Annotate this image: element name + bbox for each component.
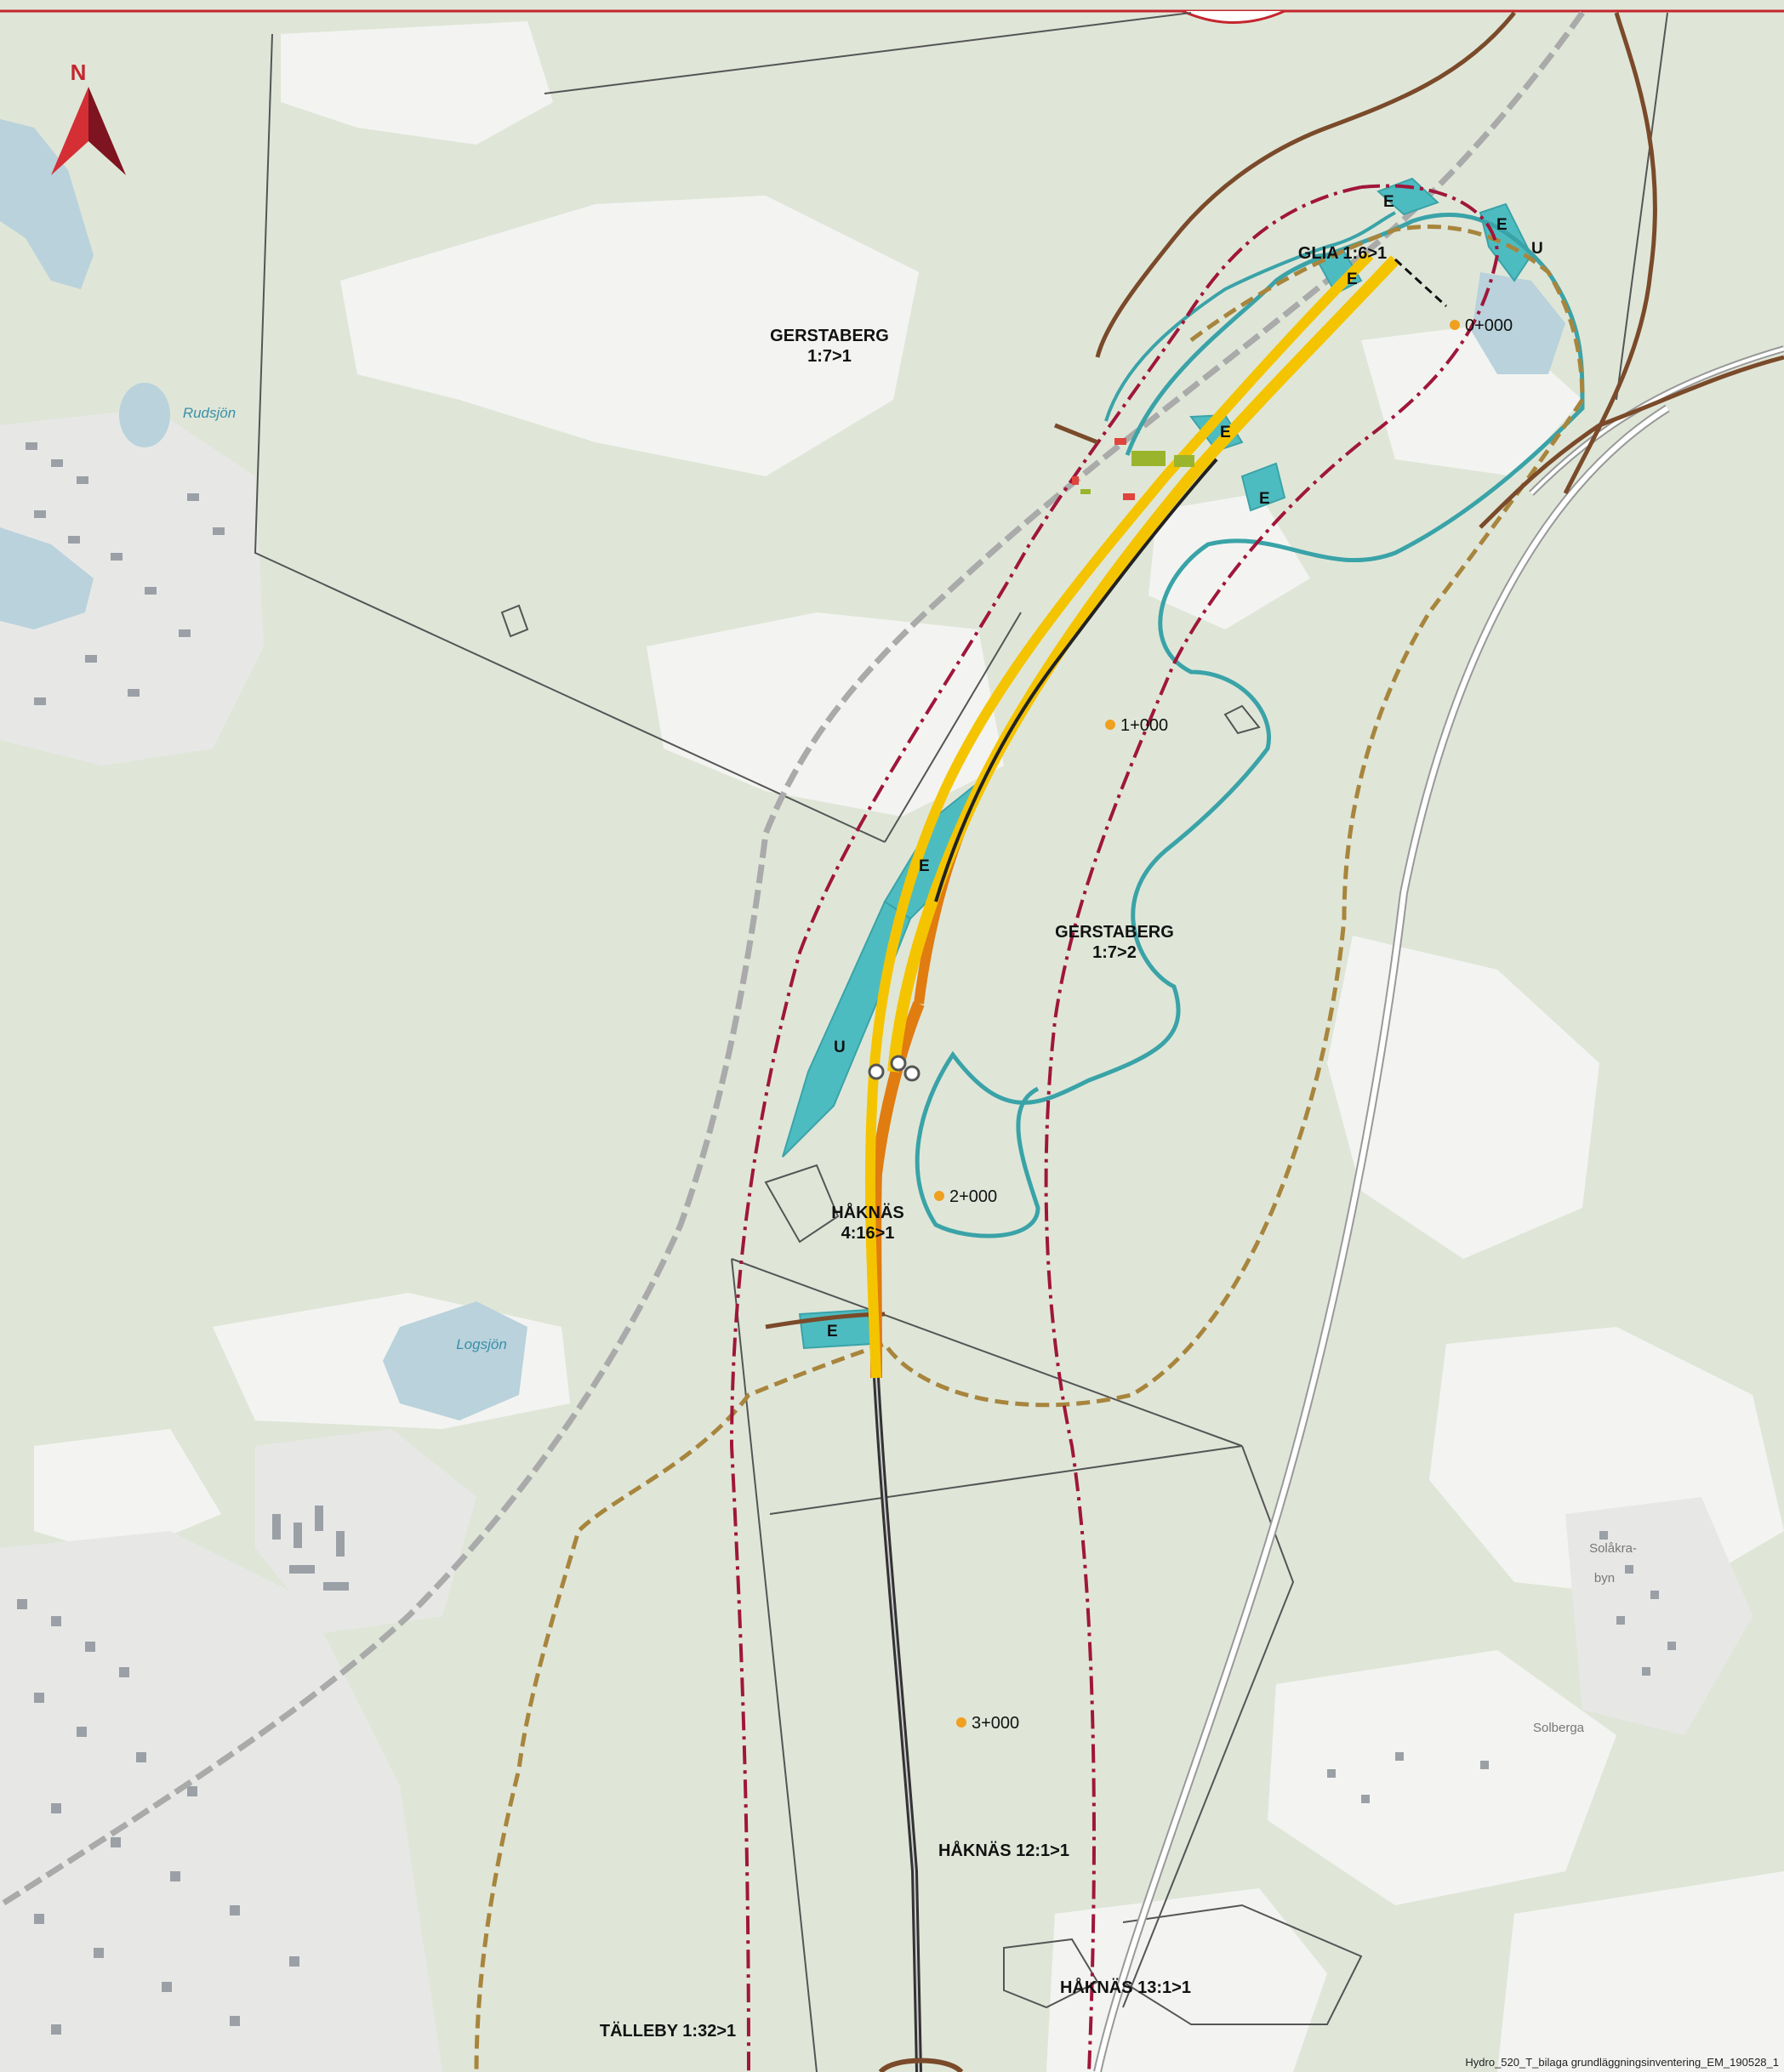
zone-label-u: U xyxy=(834,1039,846,1056)
property-label-glia: GLIA 1:6>1 xyxy=(1298,244,1387,263)
buildings xyxy=(17,442,1676,2035)
tunnel-track-inner xyxy=(875,1377,920,2072)
zone-label-u: U xyxy=(1531,240,1543,258)
survey-contour-west xyxy=(1104,211,1396,422)
chainage-label-1: 1+000 xyxy=(1120,716,1168,735)
survey-area-boundary-north xyxy=(1189,225,1585,401)
water-bodies xyxy=(0,119,1565,1420)
zone-label-e: E xyxy=(1496,216,1508,234)
place-label-solakrabyn-1: Solåkra- xyxy=(1589,1541,1637,1556)
north-arrow-icon xyxy=(88,87,126,175)
dashed-connector xyxy=(1394,258,1448,308)
zone-label-e: E xyxy=(1259,490,1270,508)
survey-contour xyxy=(915,213,1585,1238)
built-up-areas xyxy=(0,408,1753,2072)
survey-area-boundary xyxy=(474,398,1585,2072)
road-yellow-west xyxy=(864,251,1374,1379)
property-label-haknas-12-1: HÅKNÄS 12:1>1 xyxy=(938,1840,1069,1860)
file-reference: Hydro_520_T_bilaga grundläggningsinvente… xyxy=(1465,2056,1779,2069)
road-yellow-east xyxy=(887,255,1400,1073)
rail-black-north xyxy=(934,458,1218,902)
north-arrow: N xyxy=(51,60,126,175)
zone-label-e: E xyxy=(1383,193,1394,211)
bottom-circle-arc xyxy=(878,2058,964,2072)
water-label-logsjon: Logsjön xyxy=(456,1336,507,1352)
streams xyxy=(765,11,1784,1329)
zone-label-e: E xyxy=(1220,424,1231,441)
zone-label-e: E xyxy=(1347,270,1358,288)
green-features xyxy=(1080,451,1194,494)
railway xyxy=(0,10,1585,1908)
chainage-label-0: 0+000 xyxy=(1465,316,1513,335)
red-features xyxy=(1072,438,1135,500)
chainage-label-2: 2+000 xyxy=(949,1187,997,1206)
property-label-talleby: TÄLLEBY 1:32>1 xyxy=(600,2021,736,2041)
zone-label-e: E xyxy=(827,1323,838,1341)
zone-label-e: E xyxy=(919,857,930,875)
chainage-dots xyxy=(934,320,1460,1728)
place-label-solakrabyn-2: byn xyxy=(1594,1571,1615,1585)
zone-labels: E E U E E E E U E xyxy=(827,193,1543,1341)
property-label-haknas-13-1: HÅKNÄS 13:1>1 xyxy=(1060,1977,1191,1997)
survey-points xyxy=(868,1055,920,1082)
property-lines xyxy=(254,12,1668,2072)
water-label-rudsjon: Rudsjön xyxy=(183,405,236,421)
title-tab xyxy=(1182,9,1285,24)
chainage-label-3: 3+000 xyxy=(972,1714,1019,1733)
place-label-solberga: Solberga xyxy=(1533,1721,1585,1735)
north-arrow-label: N xyxy=(71,60,87,85)
